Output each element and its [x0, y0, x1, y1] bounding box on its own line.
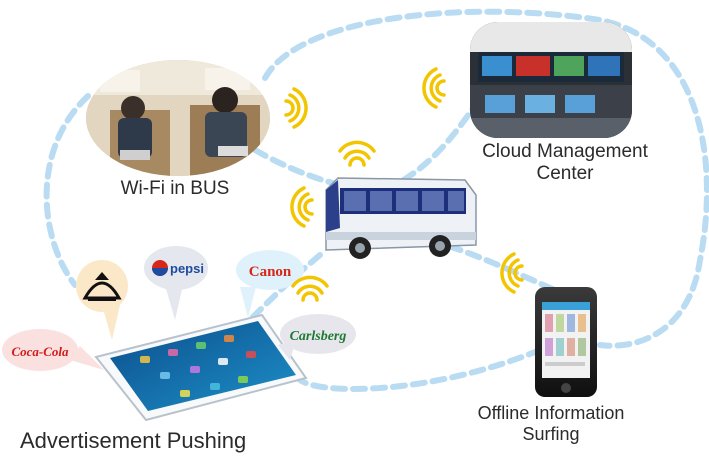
- outer-loop: [262, 8, 709, 349]
- offline-surfing-caption: Offline Information Surfing: [446, 403, 656, 444]
- bus-to-photo-link: [252, 147, 343, 188]
- adidas-bubble: [76, 260, 128, 340]
- offline-surfing-line1: Offline Information: [477, 403, 625, 423]
- wifi-signal-icon: [284, 87, 308, 129]
- adidas-logo-icon: [82, 272, 122, 301]
- smartphone-illustration: [535, 287, 597, 397]
- wifi-signals: [284, 67, 524, 302]
- right-center-link: [392, 27, 523, 188]
- bus-illustration: [325, 177, 477, 259]
- wifi-signal-icon: [422, 67, 446, 109]
- advertisement-pushing-label: Advertisement Pushing: [20, 428, 247, 453]
- wifi-in-bus-caption: Wi-Fi in BUS: [95, 178, 255, 200]
- wifi-signal-icon: [291, 275, 329, 302]
- canon-logo-text: Canon: [249, 264, 292, 280]
- left-loop: [43, 93, 91, 288]
- canon-bubble: Canon: [236, 250, 304, 318]
- wifi-in-bus-label: Wi-Fi in BUS: [120, 178, 230, 199]
- pepsi-logo-text: pepsi: [170, 261, 204, 276]
- cloud-management-line2: Center: [536, 162, 594, 184]
- cocacola-logo-text: Coca-Cola: [11, 344, 69, 359]
- wifi-signal-icon: [500, 252, 524, 294]
- offline-surfing-line2: Surfing: [522, 423, 580, 444]
- pepsi-bubble: pepsi: [144, 246, 208, 320]
- wifi-in-bus-photo: [86, 60, 270, 176]
- advertisement-pushing-caption: Advertisement Pushing: [20, 428, 320, 453]
- wifi-signal-icon: [338, 140, 376, 167]
- cloud-management-photo: [470, 22, 632, 138]
- bus-to-tablet-link: [247, 252, 323, 323]
- carlsberg-bubble: Carlsberg: [278, 314, 356, 360]
- cloud-management-caption: Cloud Management Center: [455, 141, 675, 185]
- wifi-signal-icon: [290, 186, 314, 228]
- bottom-loop: [297, 347, 543, 392]
- cloud-management-line1: Cloud Management: [482, 141, 648, 162]
- tablet-illustration: [94, 313, 308, 422]
- cocacola-bubble: Coca-Cola: [2, 329, 104, 371]
- carlsberg-logo-text: Carlsberg: [290, 329, 347, 344]
